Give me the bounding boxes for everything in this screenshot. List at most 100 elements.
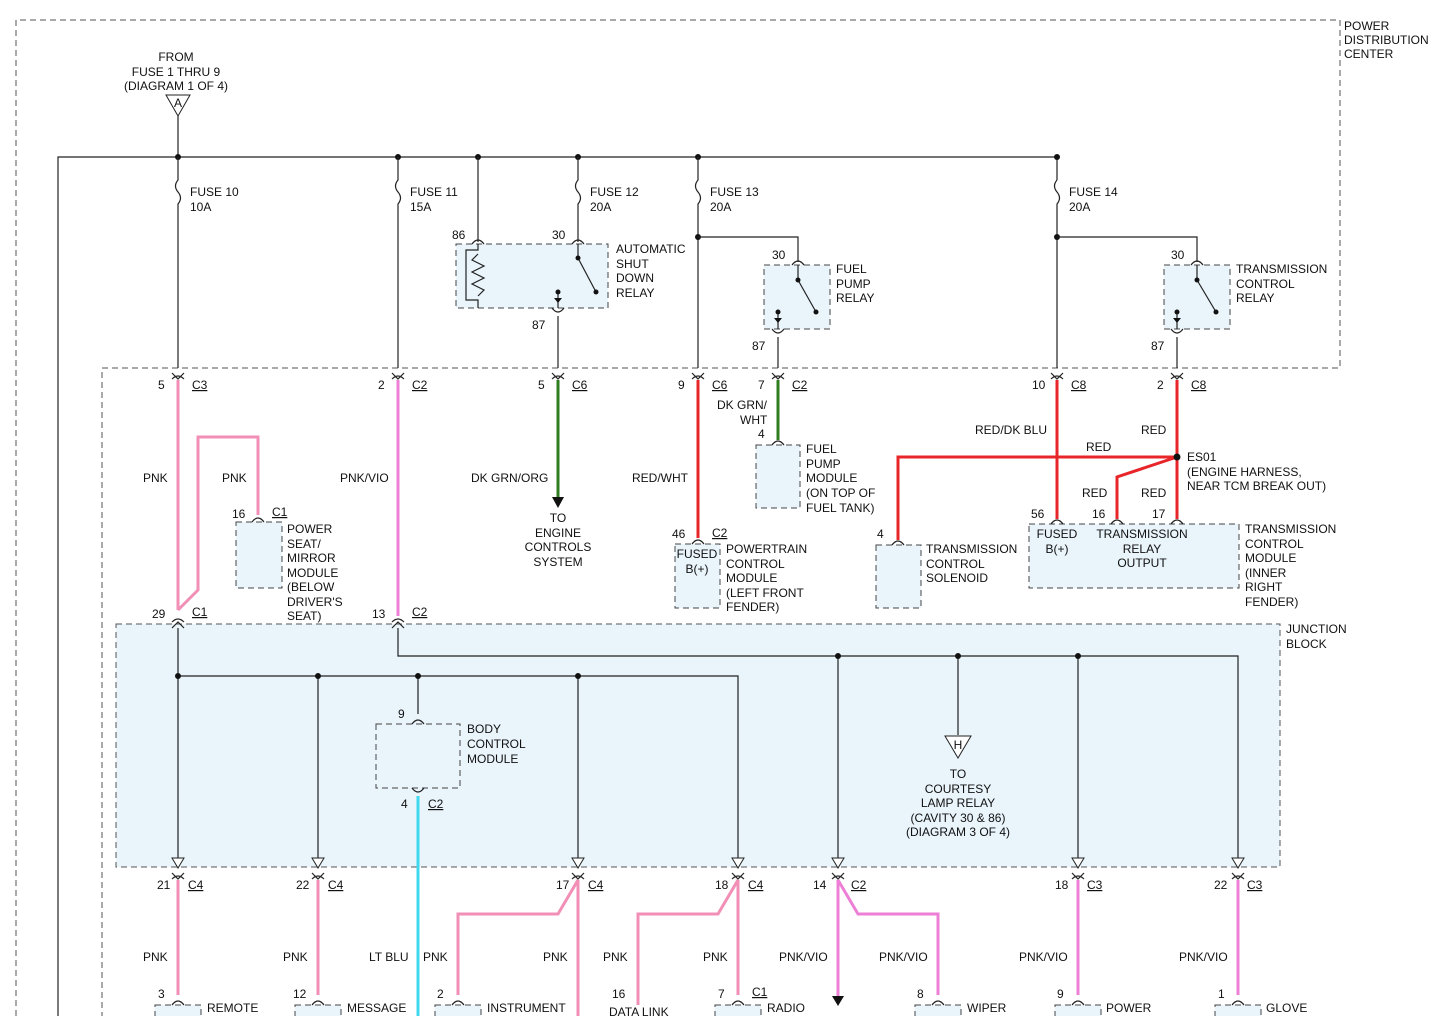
fuse-11: FUSE 11 15A xyxy=(394,157,458,368)
svg-text:COURTESY: COURTESY xyxy=(925,782,991,796)
svg-text:MODULE: MODULE xyxy=(467,752,518,766)
svg-text:PNK: PNK xyxy=(703,950,728,964)
svg-text:3: 3 xyxy=(158,987,165,1001)
svg-text:MODULE: MODULE xyxy=(287,566,338,580)
svg-text:16: 16 xyxy=(612,987,626,1001)
svg-text:PNK/VIO: PNK/VIO xyxy=(340,471,389,485)
svg-text:DK GRN/: DK GRN/ xyxy=(717,398,768,412)
svg-text:NEAR TCM BREAK OUT): NEAR TCM BREAK OUT) xyxy=(1187,479,1326,493)
bus-bar xyxy=(57,116,1058,1016)
svg-text:JUNCTION: JUNCTION xyxy=(1286,622,1347,636)
svg-text:21: 21 xyxy=(157,878,171,892)
svg-text:C4: C4 xyxy=(328,878,344,892)
svg-text:C2: C2 xyxy=(851,878,867,892)
svg-text:13: 13 xyxy=(372,607,386,621)
asd-relay: 86 30 87 AUTOMATIC SHUT DOWN RELAY xyxy=(452,157,686,368)
svg-text:LAMP RELAY: LAMP RELAY xyxy=(921,796,995,810)
svg-text:20A: 20A xyxy=(710,200,731,214)
svg-text:PNK: PNK xyxy=(423,950,448,964)
splice-dot xyxy=(1054,154,1060,160)
svg-text:86: 86 xyxy=(452,228,466,242)
pink-wire-fuse10: PNK PNK xyxy=(143,380,260,612)
svg-text:4: 4 xyxy=(877,527,884,541)
transmission-control-module: 56 16 17 FUSED B(+) TRANSMISSION RELAY O… xyxy=(1028,507,1336,609)
svg-text:1: 1 xyxy=(1218,987,1225,1001)
svg-text:TRANSMISSION: TRANSMISSION xyxy=(926,542,1017,556)
svg-text:10A: 10A xyxy=(190,200,211,214)
svg-text:(ON TOP OF: (ON TOP OF xyxy=(806,486,875,500)
svg-text:C2: C2 xyxy=(412,605,428,619)
svg-text:29: 29 xyxy=(152,607,166,621)
courtesy-lamp-relay-ref: H TO COURTESY LAMP RELAY (CAVITY 30 & 86… xyxy=(906,735,1010,839)
svg-text:22: 22 xyxy=(1214,878,1228,892)
svg-text:FUSED: FUSED xyxy=(677,547,718,561)
svg-text:SYSTEM: SYSTEM xyxy=(533,555,582,569)
svg-text:C3: C3 xyxy=(1247,878,1263,892)
svg-text:C4: C4 xyxy=(588,878,604,892)
svg-text:46: 46 xyxy=(672,527,686,541)
svg-text:(CAVITY 30 & 86): (CAVITY 30 & 86) xyxy=(911,811,1006,825)
svg-text:POWER: POWER xyxy=(287,522,333,536)
svg-text:GLOVE: GLOVE xyxy=(1266,1001,1307,1015)
svg-text:FUSE 11: FUSE 11 xyxy=(410,185,458,199)
svg-text:DATA LINK: DATA LINK xyxy=(609,1005,669,1016)
svg-text:16: 16 xyxy=(232,507,246,521)
svg-text:8: 8 xyxy=(917,987,924,1001)
svg-text:10: 10 xyxy=(1032,378,1046,392)
svg-text:FENDER): FENDER) xyxy=(1245,595,1298,609)
svg-text:7: 7 xyxy=(758,378,765,392)
svg-text:15A: 15A xyxy=(410,200,431,214)
green-wire-asd: DK GRN/ORG xyxy=(471,380,564,508)
svg-text:ES01: ES01 xyxy=(1187,450,1217,464)
svg-text:C2: C2 xyxy=(428,797,444,811)
svg-text:MODULE: MODULE xyxy=(726,571,777,585)
svg-text:POWER: POWER xyxy=(1106,1001,1152,1015)
svg-text:PNK/VIO: PNK/VIO xyxy=(1179,950,1228,964)
svg-text:(ENGINE HARNESS,: (ENGINE HARNESS, xyxy=(1187,465,1302,479)
svg-text:C6: C6 xyxy=(572,378,588,392)
svg-text:2: 2 xyxy=(1157,378,1164,392)
svg-text:FUEL: FUEL xyxy=(806,442,837,456)
svg-text:RED: RED xyxy=(1141,423,1167,437)
svg-text:TRANSMISSION: TRANSMISSION xyxy=(1096,527,1187,541)
svg-text:SOLENOID: SOLENOID xyxy=(926,571,988,585)
red-dk-blue-wire-fuse14: RED/DK BLU xyxy=(975,380,1059,519)
svg-text:RELAY: RELAY xyxy=(1123,542,1161,556)
svg-text:PNK/VIO: PNK/VIO xyxy=(1019,950,1068,964)
svg-text:ENGINE: ENGINE xyxy=(535,526,581,540)
svg-text:18: 18 xyxy=(715,878,729,892)
svg-text:C8: C8 xyxy=(1071,378,1087,392)
jb-output-connectors: 21 C4 22 C4 17 C4 18 C4 14 C2 18 C3 22 C… xyxy=(157,872,1263,892)
svg-text:20A: 20A xyxy=(1069,200,1090,214)
svg-text:PUMP: PUMP xyxy=(806,457,841,471)
bottom-wires: PNK PNK LT BLU PNK PNK PNK PNK PNK/VIO P… xyxy=(143,796,1240,1016)
svg-text:RED: RED xyxy=(1082,486,1108,500)
svg-text:C4: C4 xyxy=(748,878,764,892)
svg-text:CONTROL: CONTROL xyxy=(726,557,785,571)
svg-text:30: 30 xyxy=(552,228,566,242)
svg-text:POWER: POWER xyxy=(1344,19,1390,33)
svg-text:C8: C8 xyxy=(1191,378,1207,392)
connector-a-marker xyxy=(165,94,191,118)
engine-controls-label: TO ENGINE CONTROLS SYSTEM xyxy=(525,511,592,569)
svg-text:RELAY: RELAY xyxy=(836,291,874,305)
svg-text:AUTOMATIC: AUTOMATIC xyxy=(616,242,686,256)
fuse-10: FUSE 10 10A xyxy=(174,157,239,368)
svg-text:87: 87 xyxy=(752,339,766,353)
svg-text:C3: C3 xyxy=(1087,878,1103,892)
svg-text:PUMP: PUMP xyxy=(836,277,871,291)
svg-text:C1: C1 xyxy=(752,985,768,999)
power-seat-mirror-module: 16 C1 POWER SEAT/ MIRROR MODULE (BELOW D… xyxy=(232,505,343,623)
svg-text:B(+): B(+) xyxy=(685,562,708,576)
svg-text:FUEL TANK): FUEL TANK) xyxy=(806,501,874,515)
svg-text:RELAY: RELAY xyxy=(1236,291,1274,305)
svg-text:PNK: PNK xyxy=(143,950,168,964)
svg-text:CONTROL: CONTROL xyxy=(926,557,985,571)
svg-text:WIPER: WIPER xyxy=(967,1001,1007,1015)
from-fuse-label: FROM FUSE 1 THRU 9 (DIAGRAM 1 OF 4) xyxy=(124,50,228,93)
fuse-13: FUSE 13 20A xyxy=(694,157,759,368)
svg-text:17: 17 xyxy=(1152,507,1166,521)
svg-text:FROM: FROM xyxy=(158,50,193,64)
jb-internal-wiring xyxy=(171,628,1245,869)
